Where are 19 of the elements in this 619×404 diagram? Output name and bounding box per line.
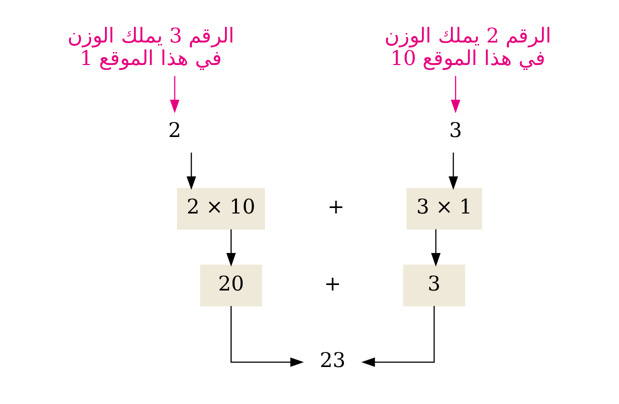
node-text: الرقم 3 يملك الوزن 1 في هذا الموقع <box>67 23 235 70</box>
arrow <box>186 152 196 190</box>
arrow <box>170 76 180 114</box>
node-text: الرقم 2 يملك الوزن 10 في هذا الموقع <box>384 23 552 70</box>
arrow <box>361 306 435 367</box>
arrow <box>431 229 441 267</box>
arrow <box>226 229 236 267</box>
node-text: 2 <box>168 118 182 142</box>
node-text: 3 <box>449 118 462 142</box>
node-text: 23 <box>320 348 346 372</box>
node-box: 3 <box>403 264 466 306</box>
arrow <box>230 306 304 367</box>
label: + <box>324 271 342 296</box>
node-box: 20 <box>200 264 262 306</box>
arrow <box>448 152 458 190</box>
node-box: 2 × 10 <box>176 188 265 230</box>
label: + <box>328 194 345 219</box>
node-box: 3 × 1 <box>406 188 482 230</box>
arrow <box>450 76 460 114</box>
